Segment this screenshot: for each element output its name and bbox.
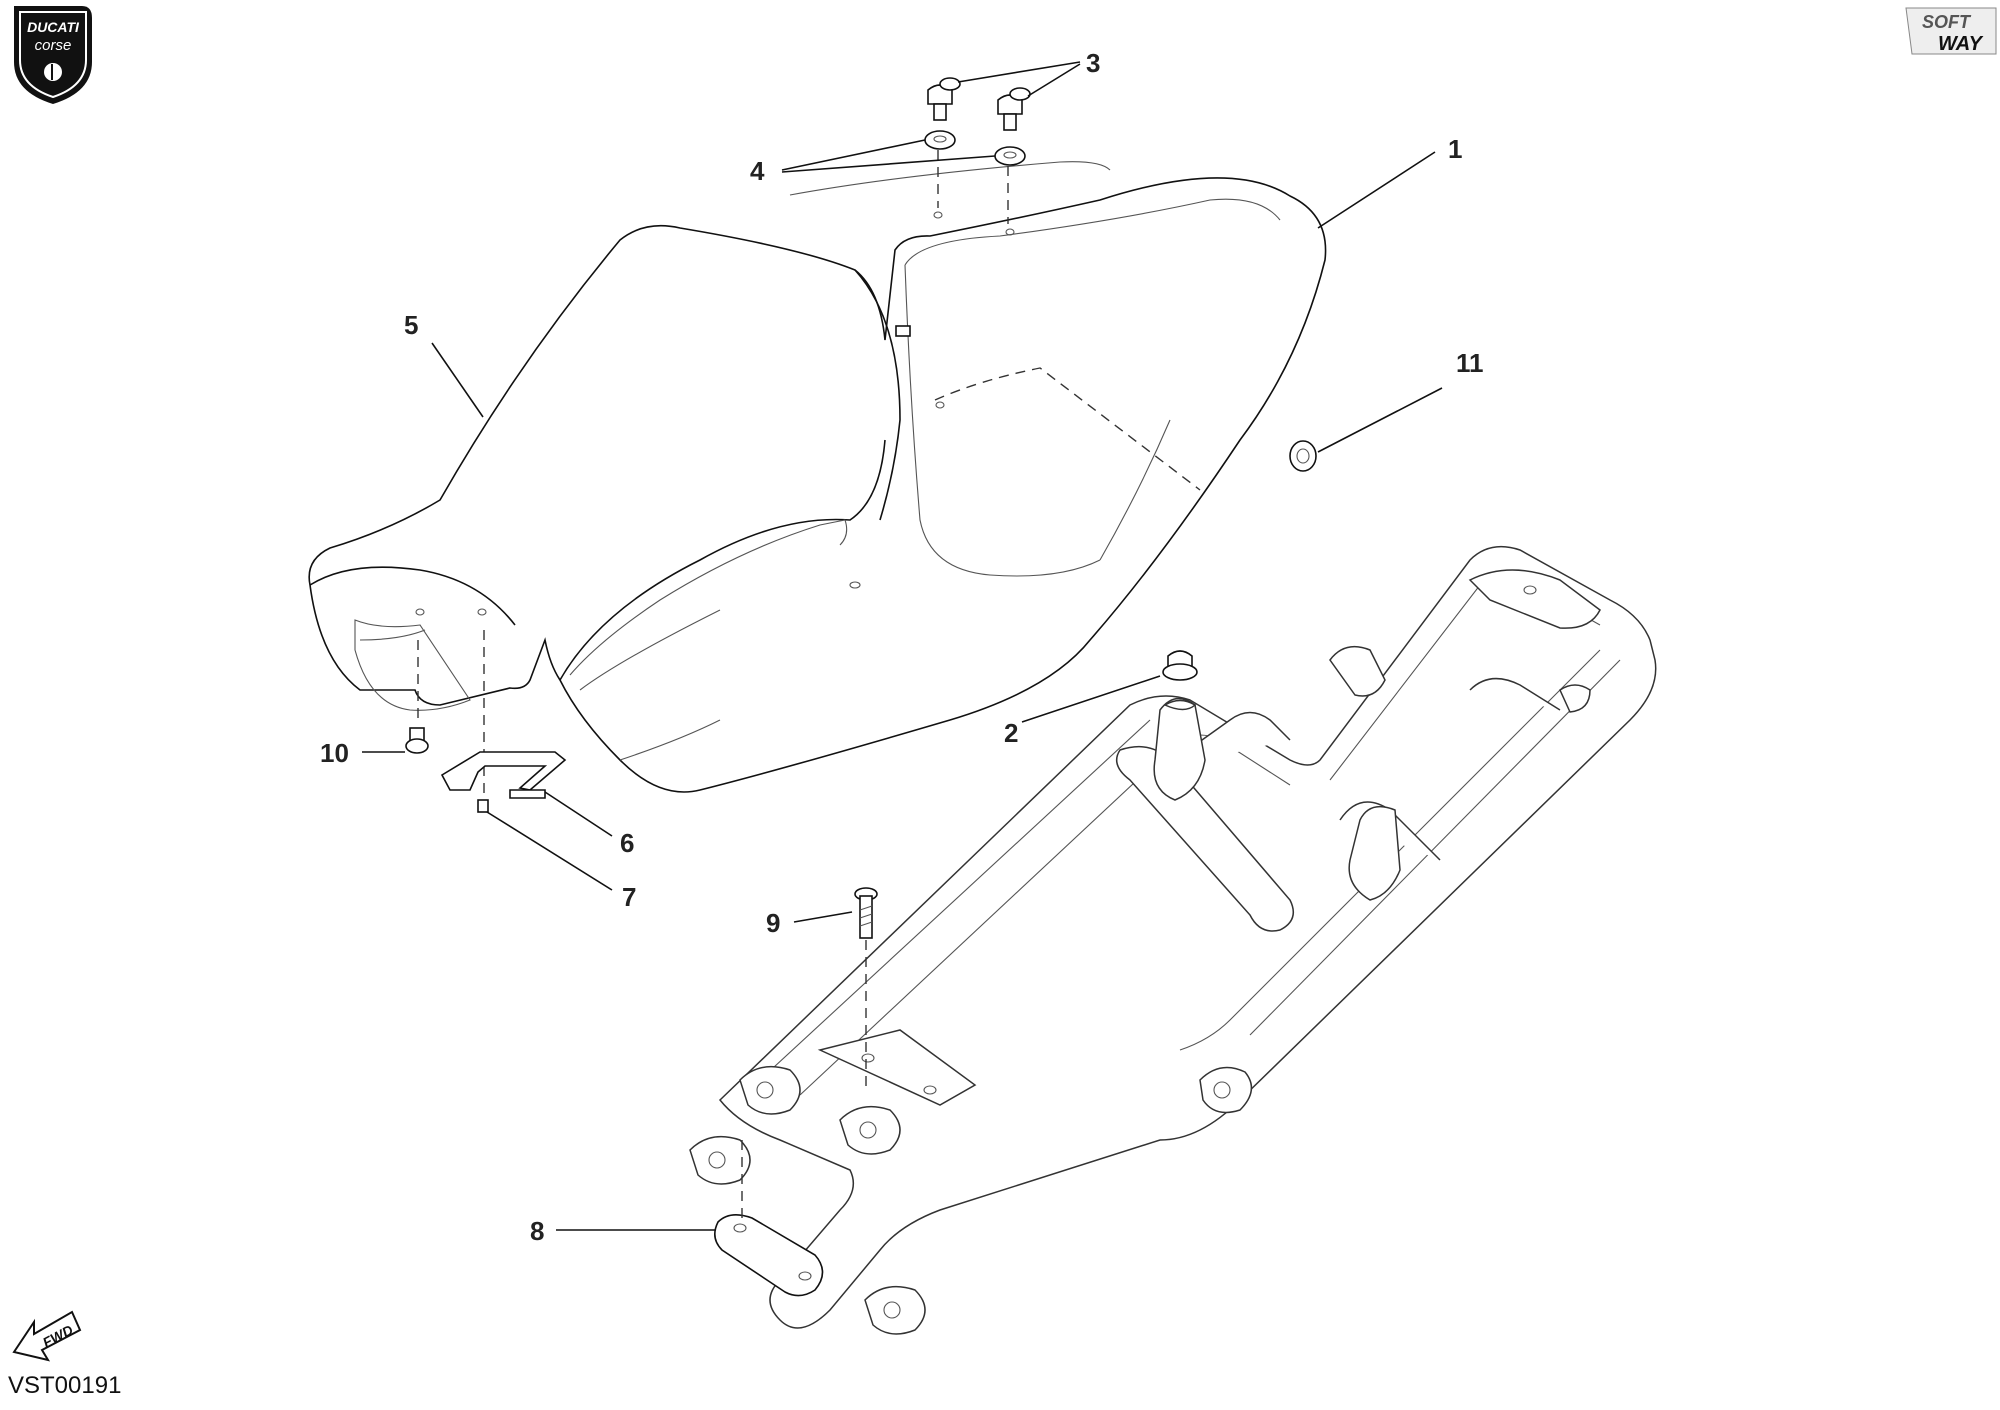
part-9-bolt [854, 887, 878, 939]
drawing-code: VST00191 [8, 1372, 122, 1399]
part-11-grommet [1289, 440, 1317, 472]
callout-8: 8 [530, 1216, 544, 1246]
callout-5: 5 [404, 310, 418, 340]
callout-4: 4 [750, 156, 765, 186]
seat-subframe [689, 545, 1657, 1335]
part-8-link-plate [714, 1214, 824, 1297]
seat-assembly [308, 161, 1327, 793]
callout-11: 11 [1456, 348, 1484, 378]
part-2-buffer [1162, 650, 1198, 681]
callout-3: 3 [1086, 48, 1100, 78]
logo-ducati-text: DUCATI [27, 19, 80, 35]
logo-corse-text: corse [35, 37, 72, 54]
callout-7: 7 [622, 882, 636, 912]
callout-2: 2 [1004, 718, 1018, 748]
callout-10: 10 [320, 738, 349, 768]
part-10-screw [405, 727, 429, 754]
callouts: 3 4 1 5 11 2 10 6 7 9 8 [320, 48, 1484, 1246]
part-3-pins [927, 77, 1031, 131]
softway-logo: SOFT WAY [1905, 7, 1997, 55]
logo-soft-text: SOFT [1922, 12, 1972, 32]
ducati-corse-logo: DUCATI corse [14, 6, 92, 104]
part-6-bracket [440, 751, 567, 799]
callout-6: 6 [620, 828, 634, 858]
callout-9: 9 [766, 908, 780, 938]
callout-1: 1 [1448, 134, 1462, 164]
fwd-arrow-icon: FWD [12, 1310, 82, 1362]
leader-lines [362, 61, 1443, 1231]
logo-way-text: WAY [1938, 33, 1984, 55]
part-7-screw [477, 799, 489, 813]
